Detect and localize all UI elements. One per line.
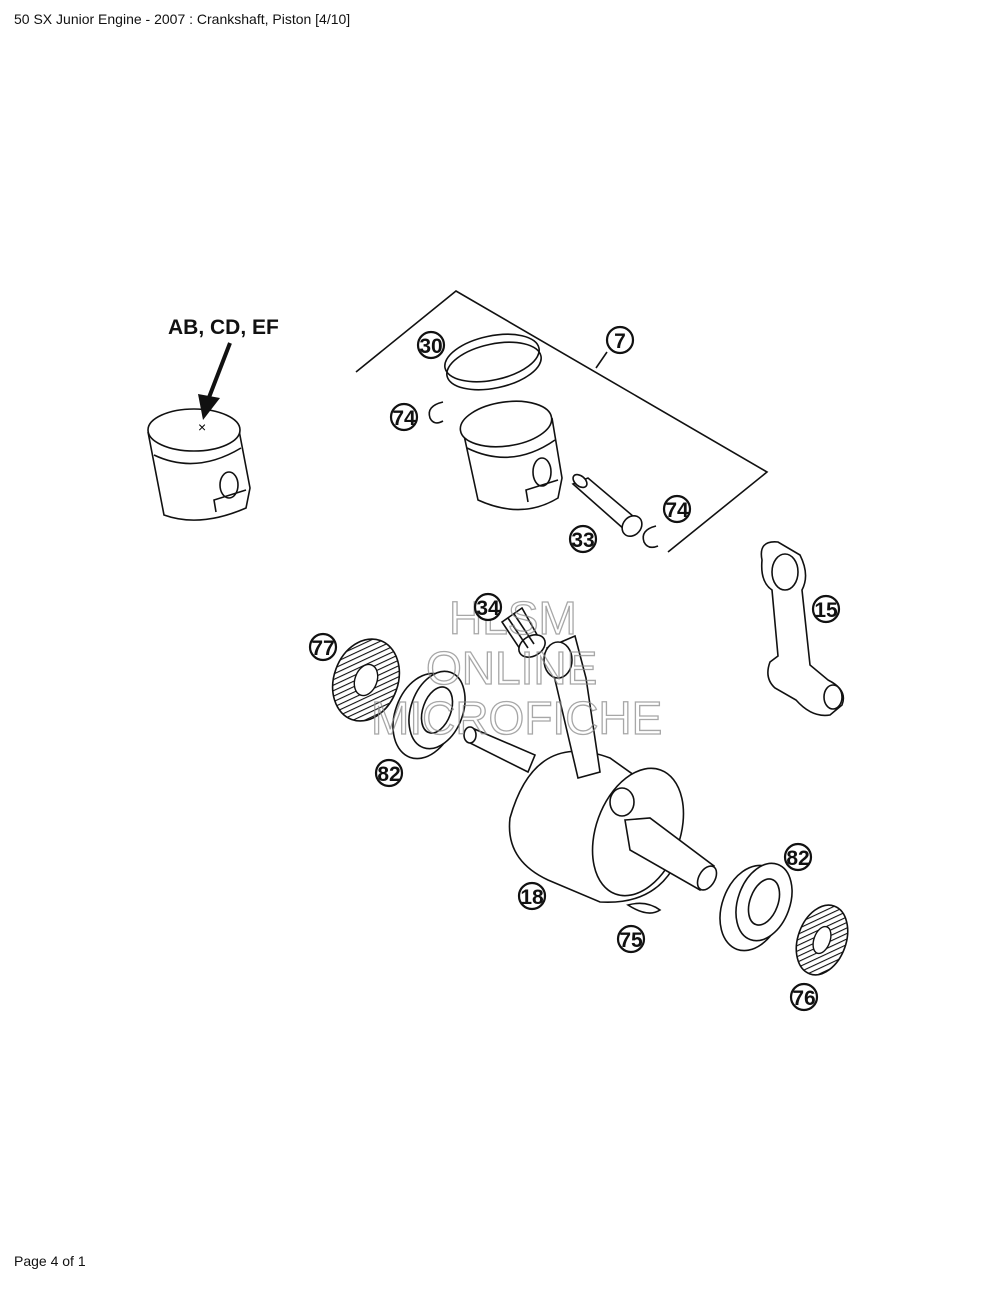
oil-seal-right <box>795 904 849 976</box>
callout-74-bottom[interactable]: 74 <box>662 494 692 524</box>
svg-text:74: 74 <box>665 499 689 522</box>
svg-text:74: 74 <box>392 407 416 430</box>
circlip-top <box>428 401 444 424</box>
callout-33[interactable]: 33 <box>568 524 598 554</box>
circlip-bottom <box>642 525 659 549</box>
variant-piston: × <box>147 408 251 521</box>
ball-bearing-right <box>719 862 793 952</box>
callout-18[interactable]: 18 <box>517 881 547 911</box>
piston-ring <box>444 333 542 391</box>
svg-text:33: 33 <box>571 529 594 552</box>
svg-text:MICROFICHE: MICROFICHE <box>371 692 662 744</box>
svg-text:75: 75 <box>619 929 643 952</box>
needle-bearing <box>500 606 546 658</box>
ball-bearing-left <box>392 670 466 760</box>
callout-82-left[interactable]: 82 <box>374 758 404 788</box>
svg-text:30: 30 <box>419 335 442 358</box>
crankshaft <box>463 634 718 904</box>
callout-34[interactable]: 34 <box>473 592 503 622</box>
piston <box>459 400 563 511</box>
svg-text:ONLINE: ONLINE <box>426 642 597 694</box>
callout-30[interactable]: 30 <box>416 330 446 360</box>
callout-15[interactable]: 15 <box>811 594 841 624</box>
woodruff-key <box>626 902 662 914</box>
piston-pin <box>571 473 643 538</box>
svg-text:77: 77 <box>311 637 334 660</box>
watermark: HLSM ONLINE MICROFICHE <box>370 591 663 744</box>
callout-75[interactable]: 75 <box>616 924 646 954</box>
piston-kit-bracket <box>355 290 769 553</box>
callout-77[interactable]: 77 <box>308 632 338 662</box>
svg-text:HLSM: HLSM <box>449 592 577 644</box>
connecting-rod <box>760 541 845 717</box>
piston-mark-x: × <box>198 419 206 435</box>
svg-text:15: 15 <box>814 599 838 622</box>
svg-text:82: 82 <box>377 763 400 786</box>
callout-76[interactable]: 76 <box>789 982 819 1012</box>
svg-text:82: 82 <box>786 847 809 870</box>
callout-82-right[interactable]: 82 <box>783 842 813 872</box>
svg-text:76: 76 <box>792 987 815 1010</box>
callout-74-top[interactable]: 74 <box>389 402 419 432</box>
svg-text:34: 34 <box>476 597 500 620</box>
callout-7[interactable]: 7 <box>605 325 635 355</box>
variant-arrow <box>198 342 232 420</box>
page-title: 50 SX Junior Engine - 2007 : Crankshaft,… <box>14 11 351 27</box>
oil-seal-left <box>331 638 401 722</box>
svg-text:18: 18 <box>520 886 544 909</box>
variant-label: AB, CD, EF <box>168 316 279 339</box>
svg-text:7: 7 <box>614 330 626 353</box>
page-footer: Page 4 of 1 <box>14 1253 86 1269</box>
